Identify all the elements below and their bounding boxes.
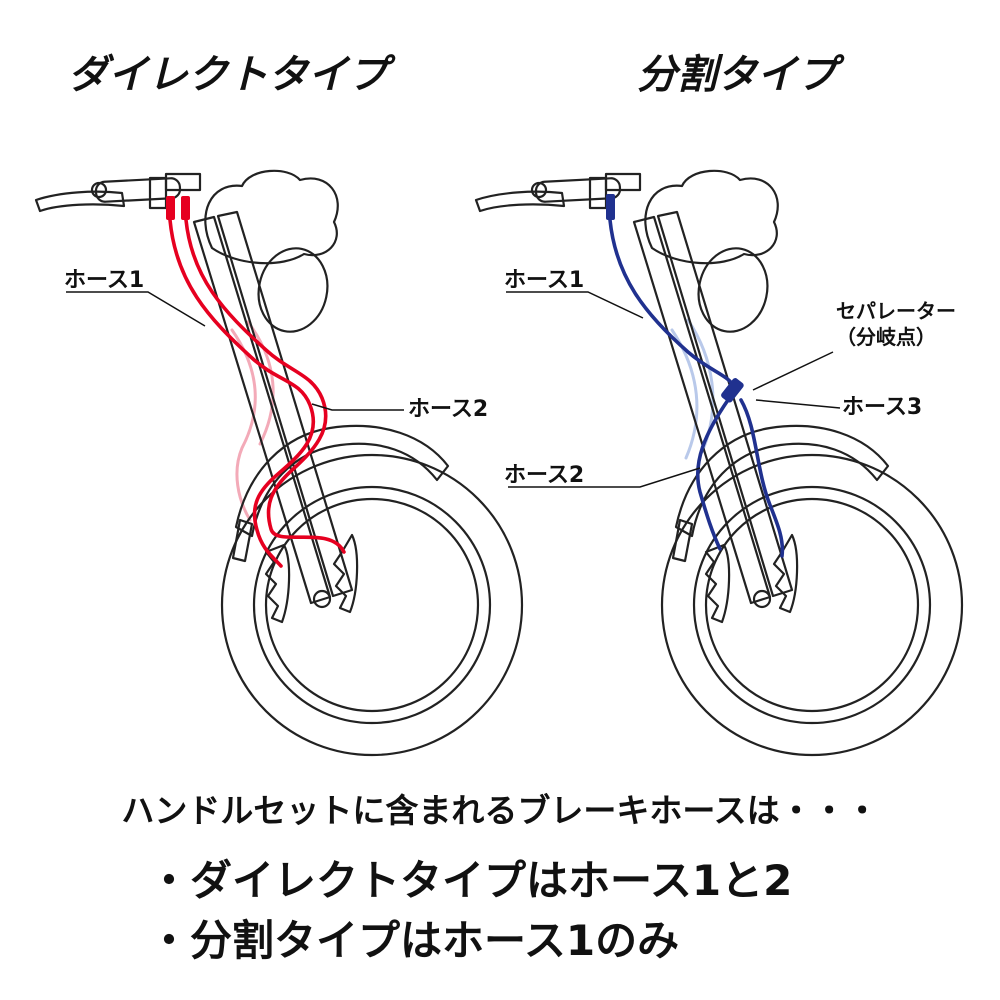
banjo-fitting-b [181, 196, 190, 220]
title-split-type: 分割タイプ [637, 52, 845, 98]
separator-fitting [721, 378, 744, 403]
hose-2-run [695, 398, 730, 551]
split-type-diagram: ホース1 セパレーター （分岐点） ホース3 ホース2 [474, 169, 964, 757]
leader-hose3-right [755, 399, 841, 409]
hose-3-run [739, 398, 785, 558]
label-hose2-right: ホース2 [504, 463, 584, 488]
label-hose3-right: ホース3 [842, 395, 922, 420]
label-separator-line1: セパレーター [836, 299, 956, 323]
leader-hose1-left [66, 291, 206, 327]
label-hose1-right: ホース1 [504, 268, 584, 293]
footer-bullet-direct: ・ダイレクトタイプはホース1と2 [148, 856, 792, 905]
direct-hoses-hidden [230, 320, 275, 522]
footer-intro-text: ハンドルセットに含まれるブレーキホースは・・・ [121, 791, 878, 830]
hose-1-run [608, 218, 736, 388]
leader-separator [752, 351, 834, 391]
hose-1-2-run-b [184, 218, 346, 554]
footer: ハンドルセットに含まれるブレーキホースは・・・ ・ダイレクトタイプはホース1と2… [121, 791, 878, 965]
footer-bullet-split: ・分割タイプはホース1のみ [148, 916, 679, 965]
split-hoses [608, 218, 785, 558]
leader-hose2-right [508, 467, 701, 488]
banjo-fitting-split [606, 194, 615, 220]
label-separator-line2: （分岐点） [836, 325, 936, 349]
title-direct-type: ダイレクトタイプ [68, 52, 396, 98]
bike-illustration-left [34, 169, 524, 757]
banjo-fitting-a [166, 196, 175, 220]
label-hose2-left: ホース2 [408, 397, 488, 422]
leader-hose1-right [506, 291, 644, 319]
direct-type-diagram: ホース1 ホース2 [34, 169, 524, 757]
leader-hose2-left [311, 403, 404, 411]
direct-hoses [168, 218, 346, 568]
label-hose1-left: ホース1 [64, 268, 144, 293]
hose-1-2-run-a [168, 218, 316, 568]
